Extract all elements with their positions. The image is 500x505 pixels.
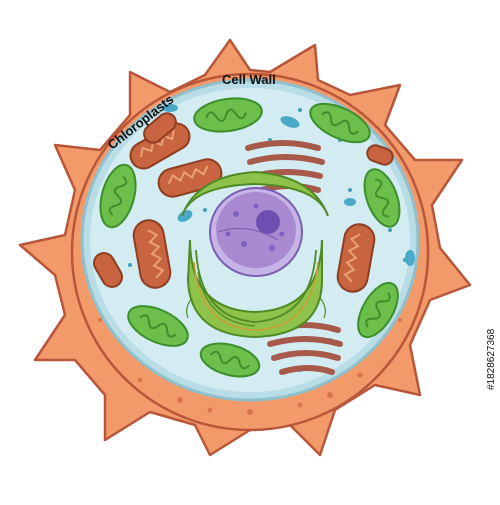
chloroplast <box>309 102 371 144</box>
mitochondrion <box>143 112 177 144</box>
chloroplast <box>199 342 261 378</box>
vacuole <box>162 104 178 112</box>
chloroplast <box>363 168 401 228</box>
vacuole <box>405 250 415 266</box>
nucleus <box>209 187 303 277</box>
vacuoles <box>162 104 415 371</box>
mitochondrion <box>366 144 394 166</box>
chloroplast <box>127 305 189 347</box>
label-cell-wall: Cell Wall <box>222 72 276 87</box>
cell-wall-texture <box>98 318 402 415</box>
mitochondria <box>93 112 394 293</box>
golgi-fringe <box>186 297 326 319</box>
vacuole <box>344 198 356 206</box>
mitochondrion <box>336 223 376 293</box>
golgi-apparatus <box>181 170 329 339</box>
vacuole <box>280 116 300 128</box>
chloroplast <box>193 97 263 133</box>
chloroplast <box>357 281 399 339</box>
watermark-id: #1828627368 <box>486 328 497 390</box>
mitochondrion <box>93 252 123 288</box>
chloroplasts <box>99 97 401 378</box>
chromatin <box>225 203 285 251</box>
nucleolus <box>256 210 280 234</box>
mitochondrion <box>129 122 191 170</box>
vacuole <box>177 210 193 222</box>
chloroplast <box>99 163 137 229</box>
